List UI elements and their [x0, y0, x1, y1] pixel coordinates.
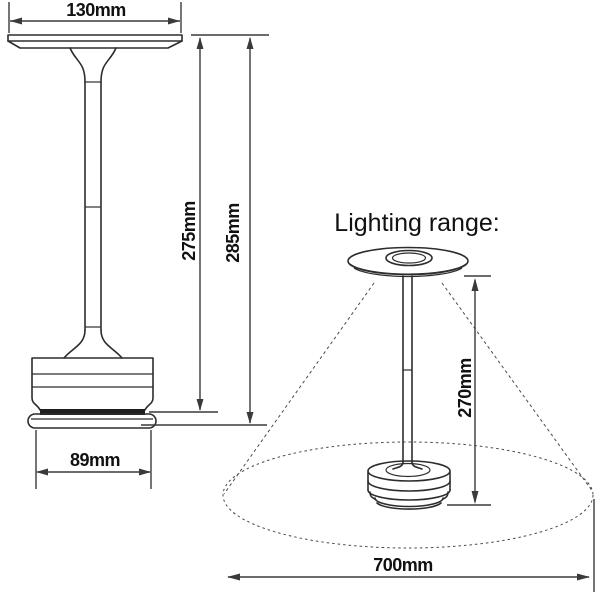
- dimension-range-diameter: 700mm: [227, 499, 595, 592]
- arrowhead-left: [10, 17, 22, 25]
- lighting-range-title: Lighting range:: [334, 209, 499, 237]
- light-range-ellipse: [222, 441, 594, 549]
- arrowhead-up: [196, 37, 204, 49]
- dimension-total-height-285: 285mm: [141, 37, 267, 426]
- lamp-head-outline: [7, 34, 183, 42]
- range-lamp-base-ring3: [374, 497, 444, 508]
- arrowhead-right: [577, 573, 590, 581]
- range-lamp-stem-flare-left: [392, 461, 404, 470]
- arrowhead-right: [168, 17, 180, 25]
- dimension-base-width: 89mm: [35, 430, 152, 489]
- range-lamp-base-bottom: [376, 502, 442, 510]
- lamp-height-label: 275mm: [179, 201, 199, 261]
- height-above-surface-label: 270mm: [455, 358, 475, 418]
- range-lamp-light-ring-outer: [385, 249, 433, 267]
- lamp-base-plate: [27, 413, 157, 429]
- arrowhead-left: [227, 573, 240, 581]
- arrowhead-right: [139, 468, 151, 476]
- range-lamp-base-top: [367, 460, 451, 482]
- total-height-label: 285mm: [223, 203, 243, 263]
- head-width-label: 130mm: [66, 0, 126, 20]
- lamp-head-taper: [7, 40, 183, 49]
- lamp-flare-right: [100, 329, 123, 359]
- range-lamp-base-dish: [385, 462, 431, 478]
- range-lamp-head-rim1: [349, 263, 467, 275]
- arrowhead-down: [196, 399, 204, 411]
- range-lamp-head-rim2: [353, 267, 463, 278]
- range-lamp-light-ring-inner: [391, 252, 427, 264]
- lamp-base-outline: [31, 357, 154, 411]
- lamp-base-dark-band: [40, 409, 145, 415]
- lighting-range-view: Lighting range:: [222, 209, 594, 549]
- arrowhead-left: [36, 468, 48, 476]
- range-lamp-base-ring2: [367, 489, 451, 501]
- lamp-neck-right: [100, 47, 117, 83]
- lamp-flare-left: [63, 329, 86, 359]
- arrowhead-up: [246, 37, 254, 49]
- range-diameter-label: 700mm: [373, 555, 433, 575]
- front-view-lamp: [7, 34, 183, 429]
- arrowhead-up: [471, 278, 479, 291]
- arrowhead-down: [246, 412, 254, 424]
- light-cone-right-edge: [441, 282, 594, 493]
- dimension-lamp-height-275: 275mm: [149, 34, 269, 413]
- range-lamp-base-ring1: [367, 480, 451, 492]
- lamp-neck-left: [69, 47, 86, 83]
- base-width-label: 89mm: [70, 450, 120, 470]
- arrowhead-down: [471, 491, 479, 504]
- light-cone-left-edge: [223, 282, 375, 495]
- dimension-head-width: 130mm: [8, 0, 182, 33]
- range-lamp-stem-flare-right: [411, 461, 423, 470]
- dimension-height-above-surface: 270mm: [447, 275, 491, 506]
